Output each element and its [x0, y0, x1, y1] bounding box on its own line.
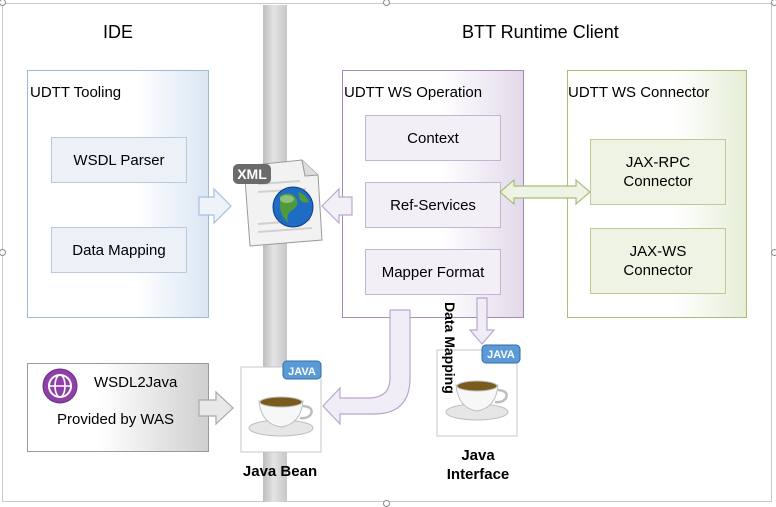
udtt-tooling-title: UDTT Tooling — [30, 84, 122, 101]
java-bean-icon — [240, 360, 322, 453]
udtt-tooling-panel — [27, 70, 209, 318]
udtt-ws-connector-title: UDTT WS Connector — [568, 84, 710, 101]
jax-rpc-connector-box[interactable]: JAX-RPC Connector — [590, 139, 726, 205]
xml-badge: XML — [237, 166, 267, 182]
data-mapping-arrow-label: Data Mapping — [442, 302, 458, 394]
wsdl2java-label: WSDL2Java — [94, 374, 178, 391]
tooling-to-xml-arrow — [198, 187, 232, 225]
resize-handle-top[interactable] — [383, 0, 390, 6]
resize-handle-top-right[interactable] — [771, 0, 776, 6]
data-mapping-box[interactable]: Data Mapping — [51, 227, 187, 273]
operation-to-xml-arrow — [321, 187, 353, 225]
resize-handle-right[interactable] — [771, 249, 776, 256]
mapper-to-java-interface-arrow — [468, 297, 496, 345]
java-interface-badge: JAVA — [487, 349, 515, 361]
wsdl2java-to-java-bean-arrow — [198, 390, 234, 426]
java-interface-caption: Java Interface — [446, 447, 510, 483]
provided-by-was-label: Provided by WAS — [57, 411, 174, 428]
java-bean-badge: JAVA — [288, 366, 316, 378]
udtt-ws-operation-title: UDTT WS Operation — [344, 84, 483, 101]
ref-services-box[interactable]: Ref-Services — [365, 182, 501, 228]
resize-handle-top-left[interactable] — [0, 0, 6, 6]
jax-ws-connector-box[interactable]: JAX-WS Connector — [590, 228, 726, 294]
runtime-section-title: BTT Runtime Client — [462, 22, 619, 42]
wsdl-parser-label: WSDL Parser — [73, 151, 165, 169]
jax-rpc-connector-label: JAX-RPC Connector — [623, 154, 693, 190]
mapper-format-label: Mapper Format — [381, 263, 485, 281]
data-mapping-label: Data Mapping — [72, 241, 166, 259]
context-label: Context — [407, 129, 459, 147]
globe-icon — [272, 186, 314, 228]
mapper-format-box[interactable]: Mapper Format — [365, 249, 501, 295]
java-bean-caption: Java Bean — [242, 463, 318, 480]
java-interface-icon — [436, 344, 521, 437]
ref-services-label: Ref-Services — [390, 196, 476, 214]
jax-ws-connector-label: JAX-WS Connector — [623, 243, 693, 279]
resize-handle-left[interactable] — [0, 249, 6, 256]
mapper-to-java-bean-arrow — [322, 309, 411, 426]
wsdl-parser-box[interactable]: WSDL Parser — [51, 137, 187, 183]
context-box[interactable]: Context — [365, 115, 501, 161]
ide-section-title: IDE — [103, 22, 134, 42]
ref-services-to-connector-arrow[interactable] — [499, 178, 591, 206]
